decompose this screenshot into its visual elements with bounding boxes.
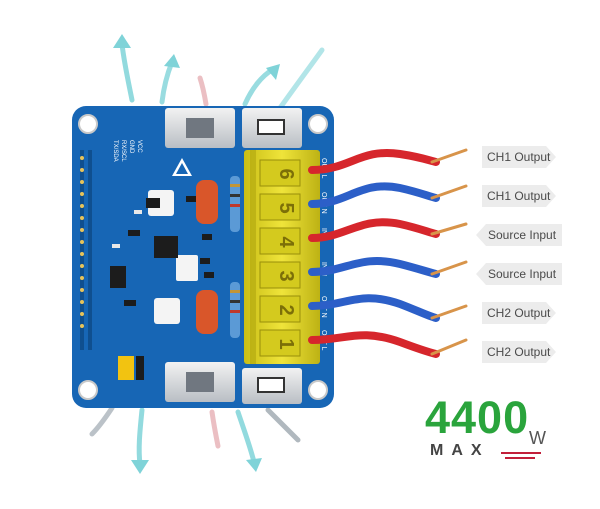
capacitor bbox=[196, 180, 218, 224]
terminal-number: 4 bbox=[275, 236, 297, 248]
airflow-arrowheads bbox=[113, 34, 280, 474]
mount-hole bbox=[308, 114, 328, 134]
mount-hole bbox=[78, 380, 98, 400]
label-ch1-output-2: CH1 Output bbox=[482, 185, 556, 207]
power-rating: 4400 W MAX bbox=[425, 392, 575, 468]
ic-chip bbox=[110, 266, 126, 288]
jumper bbox=[118, 356, 134, 380]
label-ch2-output-1: CH2 Output bbox=[482, 302, 556, 324]
accent-bar bbox=[501, 452, 541, 454]
gpio-header bbox=[80, 150, 92, 350]
wires bbox=[308, 148, 468, 358]
label-ch2-output-2: CH2 Output bbox=[482, 341, 556, 363]
label-text: CH2 Output bbox=[487, 306, 551, 320]
mount-hole bbox=[78, 114, 98, 134]
power-value: 4400 bbox=[425, 392, 530, 443]
label-text: CH2 Output bbox=[487, 345, 551, 359]
power-unit: W bbox=[529, 428, 546, 448]
terminal-number: 1 bbox=[275, 338, 297, 349]
silk-gnd: GND bbox=[128, 140, 134, 154]
terminal-number: 5 bbox=[275, 202, 297, 213]
optocoupler bbox=[148, 190, 174, 216]
terminal-screws bbox=[259, 159, 301, 357]
terminal-number: 3 bbox=[275, 270, 297, 281]
resistor bbox=[230, 176, 240, 232]
mount-hole bbox=[308, 380, 328, 400]
label-source-input-2: Source Input bbox=[476, 263, 562, 285]
label-ch1-output-1: CH1 Output bbox=[482, 146, 556, 168]
airflow-arrows bbox=[89, 41, 325, 467]
resistor bbox=[230, 282, 240, 338]
accent-bar bbox=[505, 457, 535, 459]
label-text: Source Input bbox=[488, 267, 557, 281]
capacitor bbox=[196, 290, 218, 334]
ic-chip bbox=[154, 236, 178, 258]
terminal-number: 2 bbox=[275, 304, 297, 315]
silk-vcc: VCC bbox=[136, 140, 142, 153]
power-max-label: MAX bbox=[430, 442, 490, 459]
ic-chip bbox=[146, 198, 160, 208]
terminal-number: 6 bbox=[275, 168, 297, 179]
label-text: Source Input bbox=[488, 228, 557, 242]
label-source-input-1: Source Input bbox=[476, 224, 562, 246]
label-text: CH1 Output bbox=[487, 189, 551, 203]
silk-rxscl: RX/SCL bbox=[120, 140, 126, 162]
label-text: CH1 Output bbox=[487, 150, 551, 164]
silk-txsda: TX/SDA bbox=[112, 140, 118, 162]
optocoupler bbox=[154, 298, 180, 324]
optocoupler bbox=[176, 255, 198, 281]
